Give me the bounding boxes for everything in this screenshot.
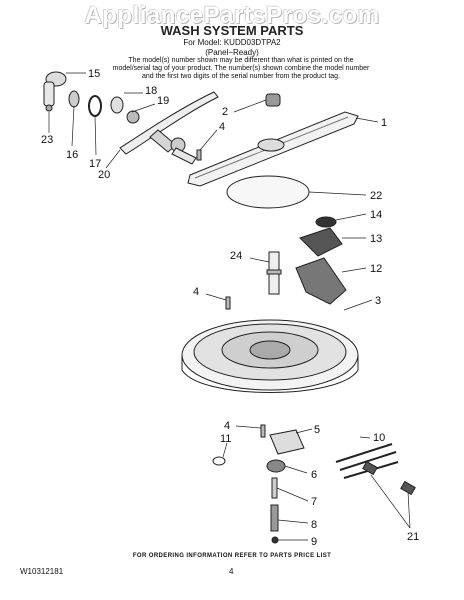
bearing-parts <box>110 96 140 124</box>
callout-10: 10 <box>373 432 385 444</box>
callout-21: 21 <box>407 531 419 543</box>
callout-17: 17 <box>89 158 101 170</box>
callout-1: 1 <box>381 117 387 129</box>
callout-8: 8 <box>311 519 317 531</box>
callout-14: 14 <box>370 209 382 221</box>
page-number: 4 <box>229 567 234 576</box>
lower-spray-arm <box>187 111 359 187</box>
callout-4b: 4 <box>193 286 199 298</box>
callout-5: 5 <box>314 424 320 436</box>
callout-4: 4 <box>219 121 225 133</box>
callout-3: 3 <box>375 295 381 307</box>
watermark-text: AppliancePartsPros.com <box>84 2 380 29</box>
callout-24: 24 <box>230 250 242 262</box>
upper-spray-arm <box>119 91 219 165</box>
callout-6: 6 <box>311 469 317 481</box>
model-note: The model(s) number shown may be differe… <box>112 57 370 80</box>
filter-parts <box>295 216 347 305</box>
filter-plate <box>226 175 310 209</box>
ordering-info: FOR ORDERING INFORMATION REFER TO PARTS … <box>132 553 332 559</box>
inlet-assembly <box>43 71 102 117</box>
gear-part <box>265 93 281 107</box>
callout-13: 13 <box>370 233 382 245</box>
callout-2: 2 <box>222 106 228 118</box>
callout-7: 7 <box>311 496 317 508</box>
heater-parts <box>335 443 416 496</box>
callout-15: 15 <box>88 68 100 80</box>
model-line: For Model: KUDD03DTPA2 <box>183 38 281 47</box>
callout-12: 12 <box>370 263 382 275</box>
sump-assembly <box>181 319 359 393</box>
drain-parts <box>266 429 305 544</box>
o-ring <box>212 456 226 466</box>
variant-label: (Panel−Ready) <box>205 48 259 57</box>
callout-23: 23 <box>41 134 53 146</box>
page-title: WASH SYSTEM PARTS <box>160 23 304 38</box>
callout-18: 18 <box>145 85 157 97</box>
screw-parts <box>196 149 266 438</box>
center-shaft <box>266 251 282 295</box>
document-code: W10312181 <box>20 567 64 576</box>
callout-4c: 4 <box>224 420 230 432</box>
callout-9: 9 <box>311 536 317 548</box>
callout-19: 19 <box>157 95 169 107</box>
callout-20: 20 <box>98 169 110 181</box>
callout-11: 11 <box>220 433 231 445</box>
callout-16: 16 <box>66 149 78 161</box>
callout-22: 22 <box>370 190 382 202</box>
